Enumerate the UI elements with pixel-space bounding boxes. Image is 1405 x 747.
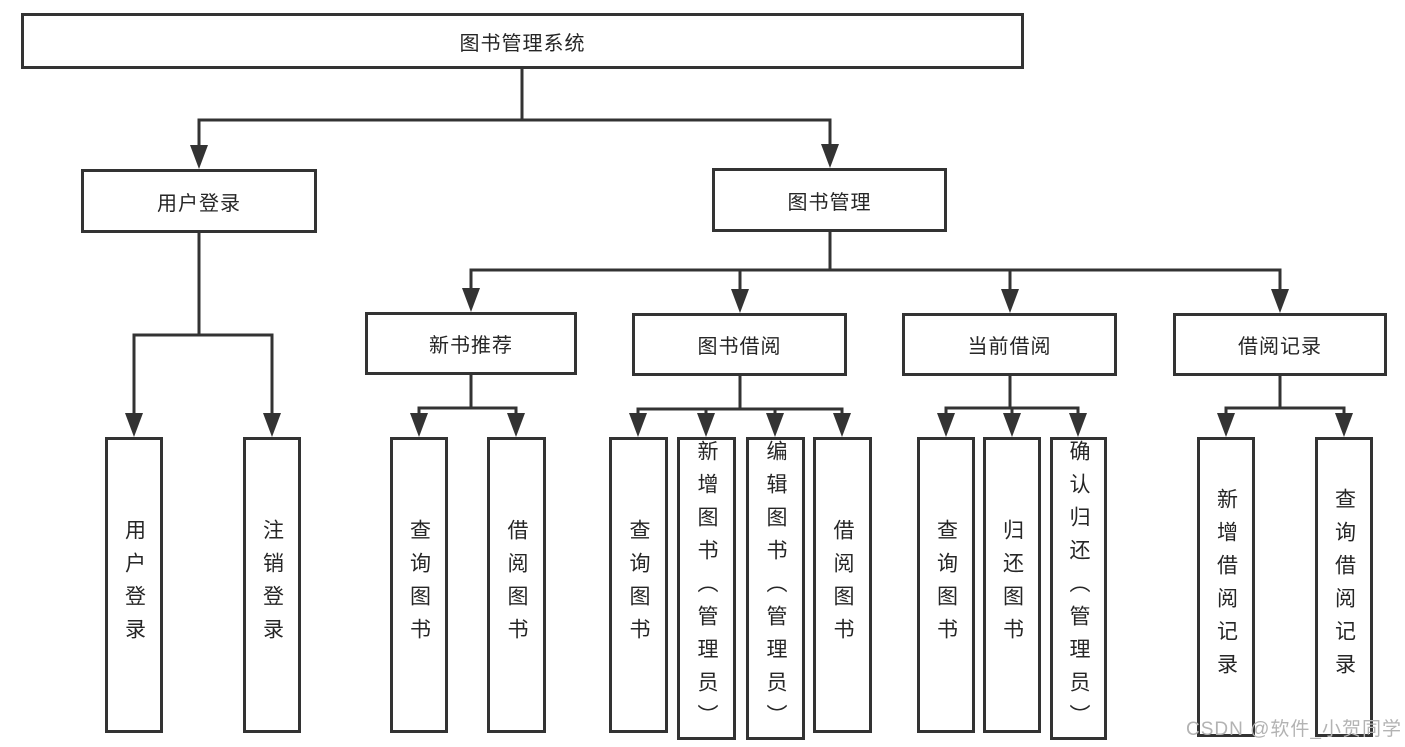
leaf-label: 借阅图书 bbox=[831, 519, 854, 651]
connector-user-login bbox=[132, 233, 274, 414]
node-label: 图书借阅 bbox=[697, 336, 782, 358]
connector-book-borrow bbox=[636, 376, 844, 414]
connector-borrow-record bbox=[1224, 376, 1346, 414]
node-current-borrowing: 当前借阅 bbox=[902, 313, 1117, 376]
arrowhead bbox=[629, 413, 647, 437]
leaf-label: 查询图书 bbox=[934, 519, 958, 651]
leaf-label: 借阅图书 bbox=[505, 519, 528, 651]
arrowhead bbox=[1069, 413, 1087, 437]
arrowhead bbox=[1001, 289, 1019, 313]
arrowhead bbox=[410, 413, 428, 437]
leaf-user-login: 用户登录 bbox=[105, 437, 163, 733]
connector-book-mgmt bbox=[469, 232, 1282, 289]
arrowhead bbox=[833, 413, 851, 437]
leaf-label: 查询图书 bbox=[627, 519, 650, 651]
leaf-newbook-query-books: 查询图书 bbox=[390, 437, 448, 733]
leaf-logout: 注销登录 bbox=[243, 437, 301, 733]
arrowhead bbox=[1003, 413, 1021, 437]
node-label: 图书管理 bbox=[787, 191, 872, 214]
arrowhead bbox=[125, 413, 143, 437]
leaf-label: 新增借阅记录 bbox=[1214, 488, 1238, 686]
arrowhead bbox=[462, 288, 480, 312]
arrowhead bbox=[1335, 413, 1353, 437]
leaf-record-add-borrow-record: 新增借阅记录 bbox=[1197, 437, 1255, 737]
leaf-label: 查询借阅记录 bbox=[1332, 488, 1356, 686]
leaf-label: 新增图书（管理员） bbox=[695, 440, 718, 737]
leaf-borrowing-add-books-admin: 新增图书（管理员） bbox=[677, 437, 736, 740]
node-new-book-recommend: 新书推荐 bbox=[365, 312, 577, 375]
leaf-newbook-borrow-books: 借阅图书 bbox=[487, 437, 546, 733]
arrowhead bbox=[697, 413, 715, 437]
node-root-system: 图书管理系统 bbox=[21, 13, 1024, 69]
leaf-borrowing-query-books: 查询图书 bbox=[609, 437, 668, 733]
arrowhead bbox=[1271, 289, 1289, 313]
leaf-label: 编辑图书（管理员） bbox=[764, 440, 787, 737]
node-book-management: 图书管理 bbox=[712, 168, 947, 232]
leaf-label: 用户登录 bbox=[122, 519, 146, 651]
leaf-borrowing-borrow-books: 借阅图书 bbox=[813, 437, 872, 733]
csdn-watermark: CSDN @软件_小贺同学 bbox=[1186, 719, 1402, 740]
leaf-label: 确认归还（管理员） bbox=[1067, 440, 1090, 737]
leaf-current-confirm-return-admin: 确认归还（管理员） bbox=[1050, 437, 1107, 740]
leaf-label: 归还图书 bbox=[1000, 519, 1024, 651]
leaf-current-return-books: 归还图书 bbox=[983, 437, 1041, 733]
arrowhead bbox=[1217, 413, 1235, 437]
node-label: 图书管理系统 bbox=[459, 32, 586, 55]
arrowhead bbox=[731, 289, 749, 313]
leaf-record-query-borrow-record: 查询借阅记录 bbox=[1315, 437, 1373, 737]
arrowhead bbox=[937, 413, 955, 437]
leaf-label: 查询图书 bbox=[407, 519, 431, 651]
node-label: 用户登录 bbox=[157, 192, 241, 215]
leaf-current-query-books: 查询图书 bbox=[917, 437, 975, 733]
connector-root-to-level2 bbox=[197, 69, 832, 146]
connector-new-book bbox=[417, 375, 518, 414]
node-borrowing-records: 借阅记录 bbox=[1173, 313, 1387, 376]
connector-current-borrow bbox=[944, 376, 1080, 414]
arrowhead bbox=[766, 413, 784, 437]
arrowhead bbox=[190, 145, 208, 169]
node-label: 借阅记录 bbox=[1238, 336, 1322, 358]
arrowhead bbox=[821, 144, 839, 168]
node-user-login: 用户登录 bbox=[81, 169, 317, 233]
leaf-borrowing-edit-books-admin: 编辑图书（管理员） bbox=[746, 437, 805, 740]
node-label: 新书推荐 bbox=[429, 335, 513, 357]
node-book-borrowing: 图书借阅 bbox=[632, 313, 847, 376]
arrowhead bbox=[263, 413, 281, 437]
arrowhead bbox=[507, 413, 525, 437]
leaf-label: 注销登录 bbox=[260, 519, 284, 651]
node-label: 当前借阅 bbox=[967, 336, 1052, 358]
